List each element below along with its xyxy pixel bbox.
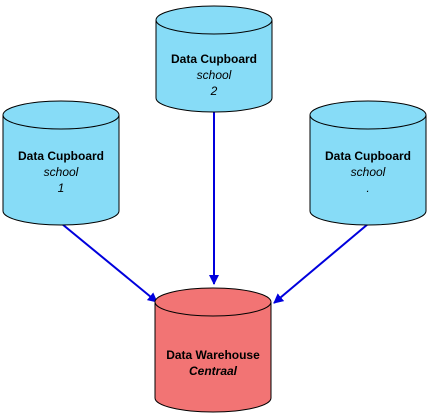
label-school-3-title: Data Cupboard: [324, 149, 411, 163]
cylinder-school-1: [2, 100, 120, 226]
label-school-2-title: Data Cupboard: [170, 52, 257, 66]
edge-school1-to-warehouse: [61, 223, 158, 303]
label-school-2-line2: school: [196, 68, 232, 82]
cylinder-school-2: [155, 5, 273, 113]
label-warehouse: Data Warehouse Centraal: [155, 347, 271, 379]
label-warehouse-line2: Centraal: [188, 364, 238, 378]
label-warehouse-title: Data Warehouse: [166, 348, 260, 362]
label-school-2-line3: 2: [210, 84, 218, 98]
label-school-1: Data Cupboard school 1: [3, 148, 119, 196]
label-school-2: Data Cupboard school 2: [156, 51, 272, 99]
edge-school3-to-warehouse: [273, 223, 369, 304]
label-school-3-line3: .: [366, 181, 370, 195]
label-school-3-line2: school: [350, 165, 386, 179]
label-school-1-title: Data Cupboard: [17, 149, 104, 163]
cylinder-warehouse: [154, 287, 272, 413]
label-school-3: Data Cupboard school .: [310, 148, 426, 196]
label-school-1-line3: 1: [57, 181, 65, 195]
label-school-1-line2: school: [43, 165, 79, 179]
cylinder-school-3: [309, 100, 427, 226]
